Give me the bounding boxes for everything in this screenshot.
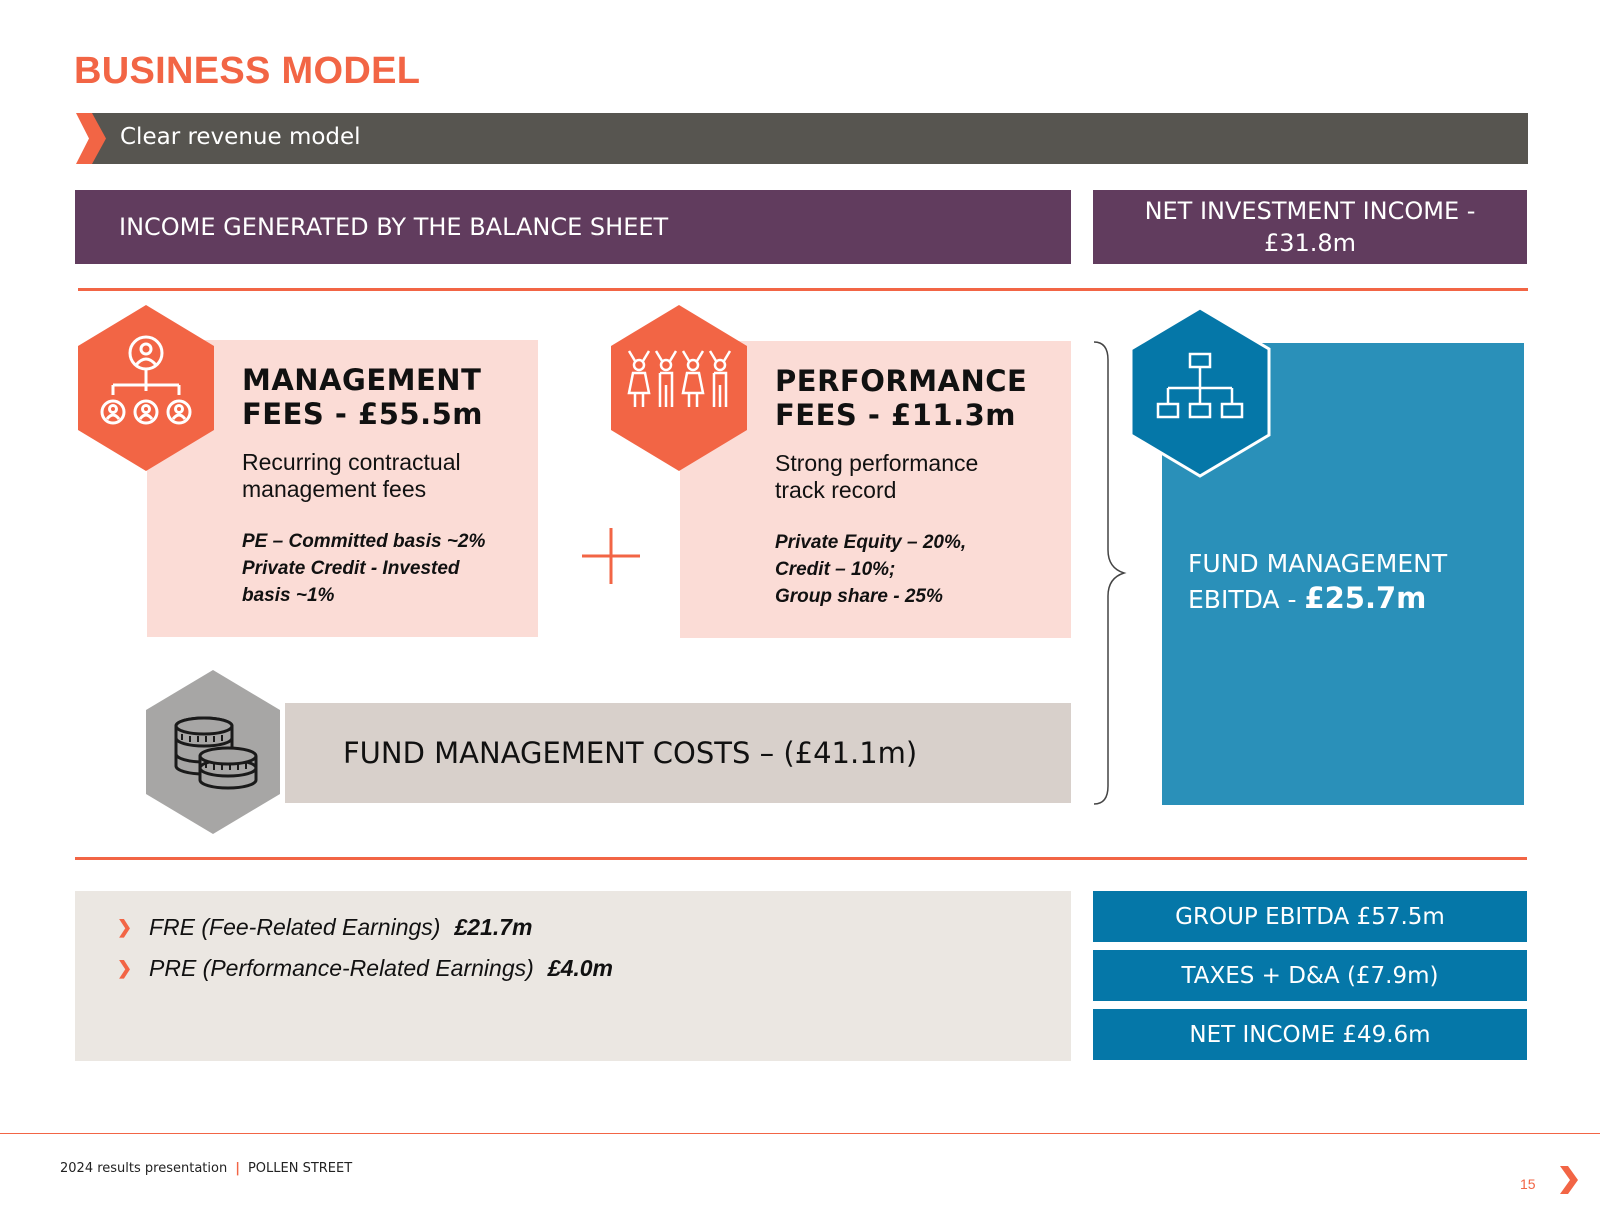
page-number: 15 [1520,1176,1536,1192]
costs-hexagon [146,670,280,834]
subtitle-bar [90,113,1528,164]
ebitda-hexagon [1129,306,1271,478]
subtitle-text: Clear revenue model [120,124,361,150]
management-fees-description: Recurring contractual management fees [242,449,461,502]
brace-icon [1093,341,1127,805]
bullet-chevron-icon: ❯ [117,958,133,978]
hierarchy-chart-icon [1156,352,1244,419]
performance-fees-description: Strong performance track record [775,450,979,503]
coins-icon [174,716,258,790]
performance-fees-details: Private Equity – 20%, Credit – 10%; Grou… [775,532,967,607]
list-item: ❯ FRE (Fee-Related Earnings) £21.7m [117,914,533,940]
fund-management-costs-label: FUND MANAGEMENT COSTS – (£41.1m) [343,736,918,770]
organization-people-icon [100,335,192,425]
bullet-chevron-icon: ❯ [117,917,133,937]
fund-ebitda-value: £25.7m [1304,581,1427,615]
net-income-bar: NET INCOME £49.6m [1093,1009,1527,1060]
list-item: ❯ PRE (Performance-Related Earnings) £4.… [117,955,613,981]
plus-icon [582,528,640,584]
group-ebitda-bar: GROUP EBITDA £57.5m [1093,891,1527,942]
taxes-bar: TAXES + D&A (£7.9m) [1093,950,1527,1001]
management-hexagon [78,305,214,471]
footer-divider [0,1133,1600,1134]
management-fees-title: MANAGEMENT FEES - £55.5m [242,363,483,431]
chevron-right-icon [76,113,106,164]
net-investment-income-box: NET INVESTMENT INCOME - £31.8m [1093,190,1527,264]
fund-ebitda-label: FUND MANAGEMENT EBITDA - £25.7m [1188,549,1448,615]
next-chevron-icon[interactable] [1560,1166,1578,1194]
divider-top [78,288,1528,291]
divider-bottom [75,857,1527,860]
net-investment-income-label: NET INVESTMENT INCOME - £31.8m [1144,197,1476,257]
earnings-box [75,891,1071,1061]
income-header: INCOME GENERATED BY THE BALANCE SHEET [75,190,1071,264]
management-fees-details: PE – Committed basis ~2% Private Credit … [242,531,486,606]
fund-management-costs-box: FUND MANAGEMENT COSTS – (£41.1m) [285,703,1071,803]
income-header-label: INCOME GENERATED BY THE BALANCE SHEET [119,213,669,241]
footer-text: 2024 results presentation|POLLEN STREET [60,1161,353,1176]
performance-hexagon [611,305,747,471]
celebrating-people-icon [627,350,732,407]
page-title: BUSINESS MODEL [74,50,421,92]
performance-fees-title: PERFORMANCE FEES - £11.3m [775,364,1028,432]
